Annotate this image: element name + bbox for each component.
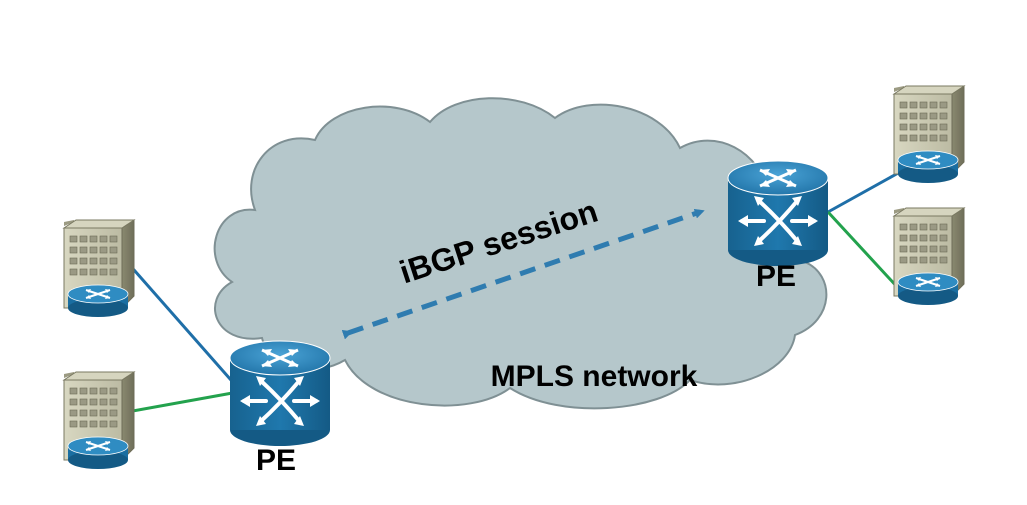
pe-right-label: PE: [756, 260, 796, 293]
building-ce-router-icon: [63, 371, 135, 470]
link-left-top: [125, 261, 240, 389]
building-ce-router-icon: [893, 207, 965, 306]
building-ce-router-icon: [63, 219, 135, 318]
ibgp-session-arrow: [341, 208, 705, 340]
pe-router-icon: [726, 159, 830, 268]
link-right-top: [827, 170, 901, 214]
pe-router-icon: [228, 339, 332, 448]
mpls-network-label: MPLS network: [491, 360, 698, 393]
pe-left-label: PE: [256, 444, 296, 477]
link-left-bottom: [126, 390, 239, 414]
link-right-bottom: [826, 210, 902, 292]
building-ce-router-icon: [893, 85, 965, 184]
